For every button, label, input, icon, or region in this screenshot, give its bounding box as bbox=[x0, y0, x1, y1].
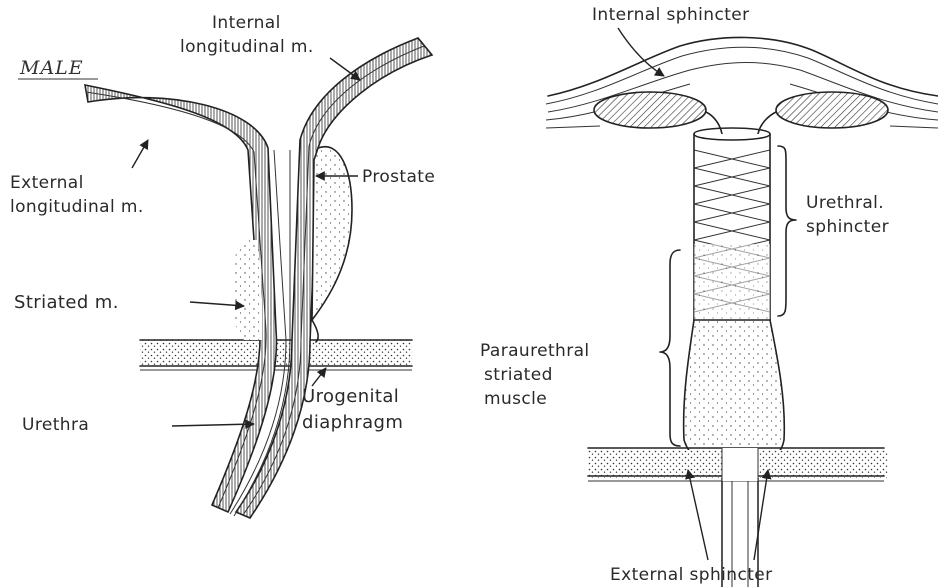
label-urethral-1: Urethral. bbox=[806, 193, 884, 213]
label-internal-1: Internal bbox=[212, 13, 281, 33]
arrow-internal bbox=[330, 58, 360, 80]
arrow-external bbox=[132, 140, 148, 168]
arrow-urethra bbox=[172, 424, 254, 426]
label-prostate: Prostate bbox=[362, 167, 435, 187]
prostate bbox=[312, 147, 352, 320]
arrow-urogenital bbox=[312, 368, 326, 386]
label-paraurethral-3: muscle bbox=[484, 389, 547, 409]
label-external-2: longitudinal m. bbox=[10, 197, 144, 217]
paraurethral-muscle bbox=[684, 320, 785, 456]
label-urogenital-1: Urogenital bbox=[302, 386, 399, 407]
label-external-1: External bbox=[10, 173, 84, 193]
left-panel: MALE Internal longitudinal m. bbox=[10, 13, 435, 518]
label-paraurethral-2: striated bbox=[484, 365, 553, 385]
label-internal-sphincter: Internal sphincter bbox=[592, 5, 750, 25]
label-paraurethral-1: Paraurethral bbox=[480, 341, 590, 361]
urethral-sphincter bbox=[692, 128, 772, 320]
internal-sphincter-right bbox=[776, 92, 888, 128]
arrow-external-sphincter-left bbox=[688, 470, 708, 560]
male-title: MALE bbox=[19, 57, 84, 79]
right-panel: Internal sphincter Urethral. sphincter P… bbox=[480, 5, 938, 587]
arrow-external-sphincter-right bbox=[754, 470, 768, 560]
label-urogenital-2: diaphragm bbox=[302, 412, 403, 433]
label-urethral-2: sphincter bbox=[806, 217, 889, 237]
brace-paraurethral bbox=[660, 250, 680, 446]
label-internal-2: longitudinal m. bbox=[180, 37, 314, 57]
internal-sphincter-left bbox=[594, 92, 706, 128]
striated-muscle bbox=[232, 240, 262, 340]
brace-urethral bbox=[778, 146, 796, 316]
label-external-sphincter: External sphincter bbox=[610, 565, 773, 585]
label-urethra: Urethra bbox=[22, 415, 89, 435]
label-striated: Striated m. bbox=[14, 292, 119, 313]
